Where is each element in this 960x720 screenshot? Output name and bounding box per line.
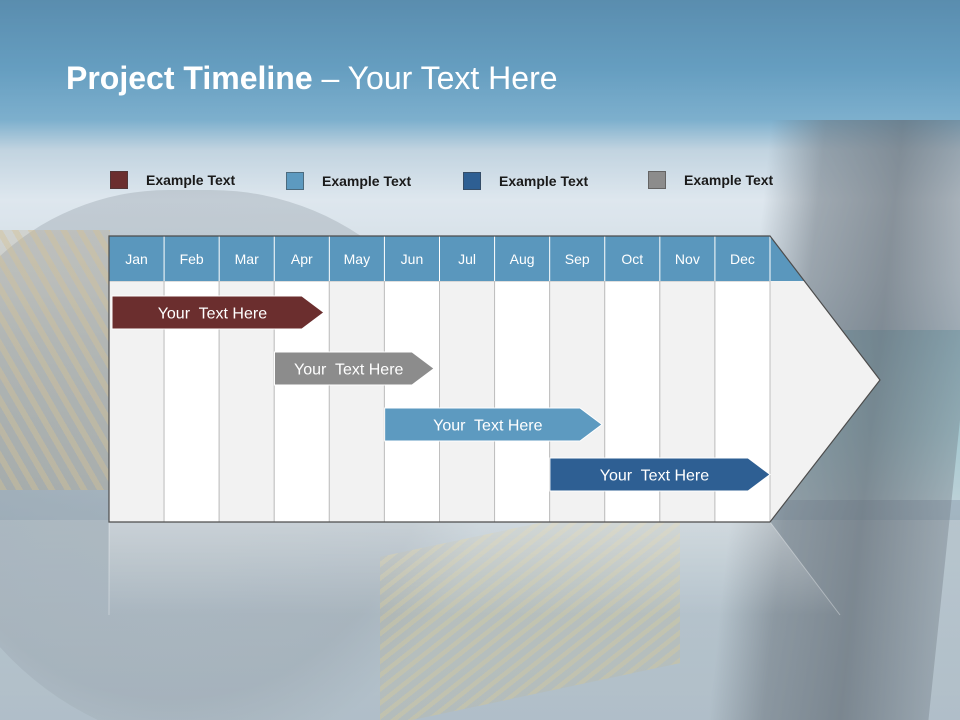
legend-swatch-2: [286, 172, 304, 190]
legend-label-4: Example Text: [684, 172, 774, 188]
slide-title: Project Timeline – Your Text Here: [66, 60, 558, 97]
month-column-jul: [439, 280, 496, 523]
legend-label-3: Example Text: [499, 173, 589, 189]
month-header-band: [109, 236, 805, 281]
task-bar-label: Your Text Here: [158, 306, 268, 323]
legend-label-2: Example Text: [322, 173, 412, 189]
legend-label-1: Example Text: [146, 172, 236, 188]
task-bar-2: Your Text Here: [273, 351, 435, 386]
month-label-nov: Nov: [675, 251, 700, 267]
month-label-sep: Sep: [565, 251, 590, 267]
month-column-aug: [494, 280, 551, 523]
month-labels: Jan Feb Mar Apr May Jun Jul Aug Sep Oct Nov Dec: [125, 251, 755, 267]
title-subtitle: Your Text Here: [347, 60, 558, 96]
task-bar-1: Your Text Here: [111, 295, 325, 330]
task-bar-3: Your Text Here: [384, 407, 603, 442]
task-bar-label: Your Text Here: [294, 362, 404, 379]
timeline-outline: [108, 235, 881, 523]
task-bar-4: Your Text Here: [549, 457, 771, 492]
task-bar-shape: [111, 295, 325, 330]
month-label-aug: Aug: [510, 251, 535, 267]
legend-swatch-1: [110, 171, 128, 189]
legend-item-3: Example Text: [463, 172, 588, 190]
month-label-jun: Jun: [401, 251, 424, 267]
title-separator: –: [312, 60, 348, 96]
timeline-border: [108, 235, 881, 523]
background-hammock-left: [0, 230, 110, 490]
legend-item-2: Example Text: [286, 172, 411, 190]
month-column-may: [328, 280, 385, 523]
task-bar-shape: [549, 457, 771, 492]
timeline-reflection: [108, 521, 841, 616]
legend-item-4: Example Text: [648, 171, 773, 189]
month-column-jun: [383, 280, 440, 523]
task-bar-label: Your Text Here: [433, 418, 543, 435]
legend-swatch-3: [463, 172, 481, 190]
month-label-mar: Mar: [235, 251, 259, 267]
title-bold: Project Timeline: [66, 60, 313, 96]
reflection-edge-right: [769, 521, 841, 616]
month-label-jul: Jul: [458, 251, 476, 267]
legend-swatch-4: [648, 171, 666, 189]
month-label-apr: Apr: [291, 251, 313, 267]
task-bar-label: Your Text Here: [600, 468, 710, 485]
task-bar-shape: [273, 351, 435, 386]
month-label-oct: Oct: [621, 251, 643, 267]
month-label-may: May: [344, 251, 370, 267]
month-header: [109, 236, 805, 281]
timeline-reflection-shape: [109, 522, 840, 615]
month-label-feb: Feb: [180, 251, 204, 267]
month-label-jan: Jan: [125, 251, 148, 267]
task-bar-shape: [384, 407, 603, 442]
legend-item-1: Example Text: [110, 171, 235, 189]
month-label-dec: Dec: [730, 251, 755, 267]
